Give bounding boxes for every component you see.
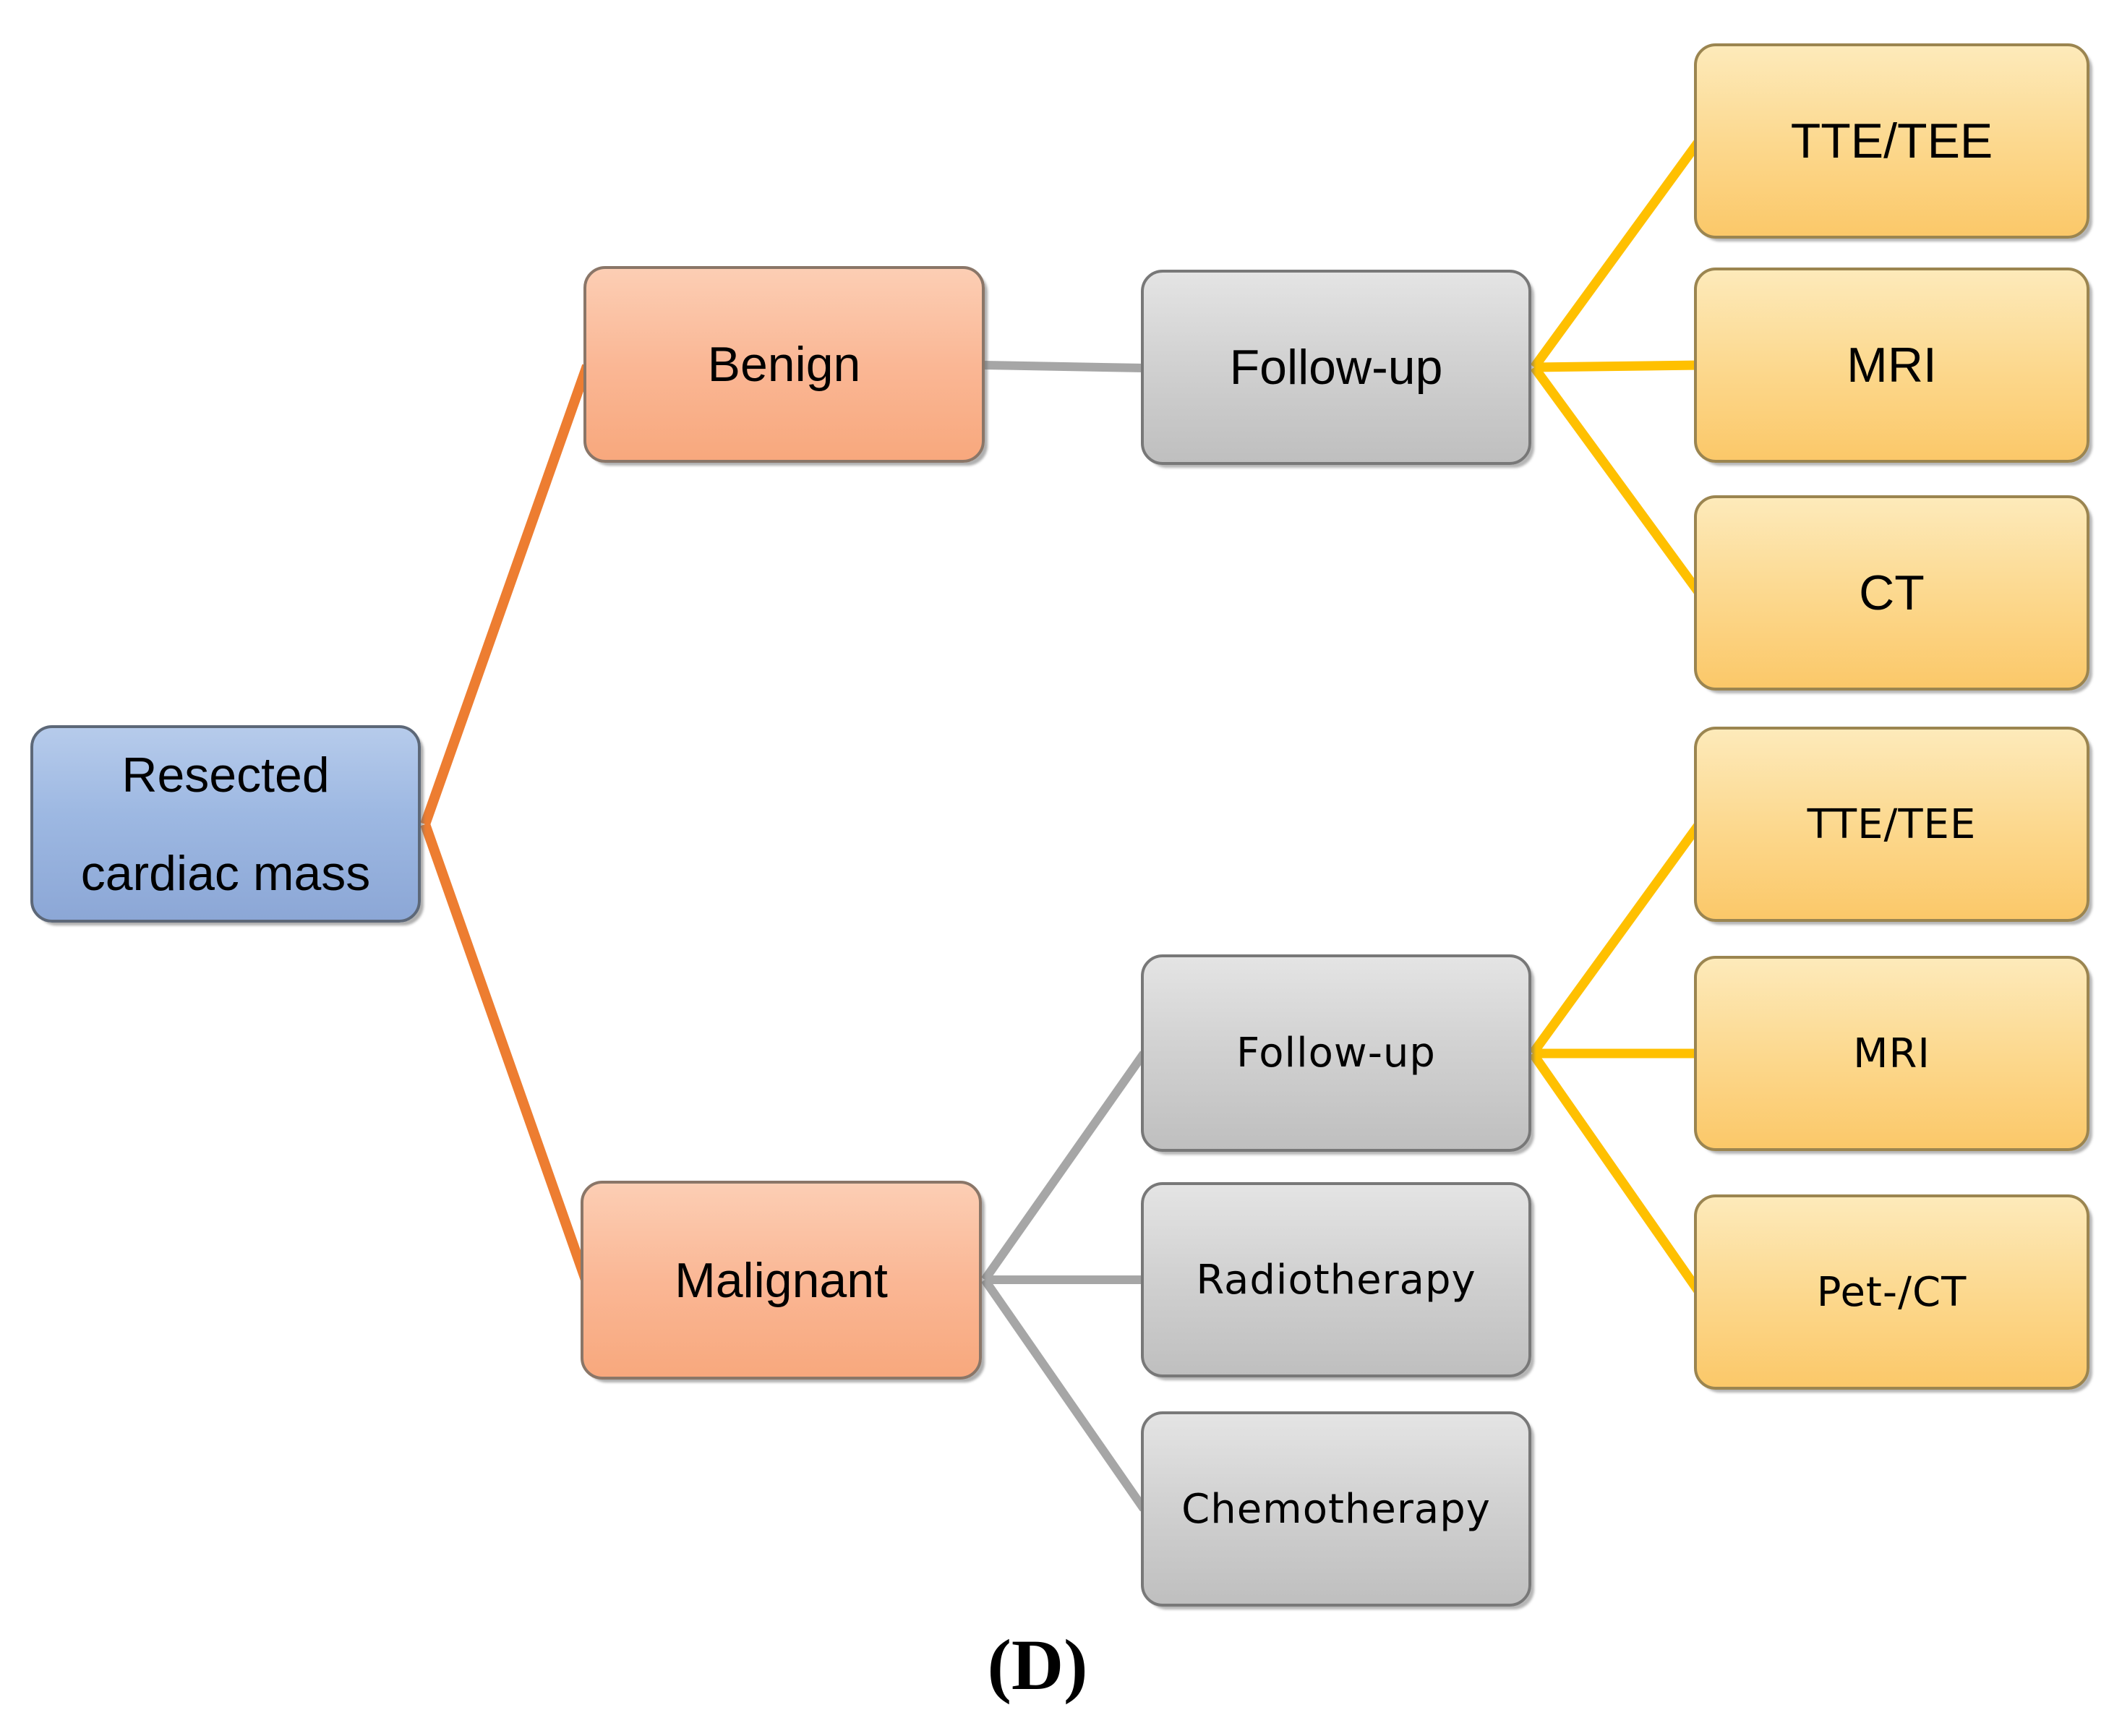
node-mri-malignant: MRI [1694,956,2089,1151]
edge-root-benign [420,364,592,826]
mri-benign-label: MRI [1847,338,1937,393]
edge-followup2-tte [1528,821,1703,1056]
chemotherapy-label: Chemotherapy [1181,1485,1491,1533]
tte-malignant-label: TTE/TEE [1807,800,1977,848]
node-resected-cardiac-mass: Resected cardiac mass [30,725,421,923]
node-tte-benign: TTE/TEE [1694,43,2089,239]
node-tte-malignant: TTE/TEE [1694,727,2089,922]
node-petct-malignant: Pet-/CT [1694,1194,2089,1390]
node-benign: Benign [583,266,985,463]
followup-benign-label: Follow-up [1229,340,1443,395]
malignant-label: Malignant [675,1252,888,1308]
edge-followup2-petct [1528,1051,1703,1295]
benign-label: Benign [707,337,861,392]
node-malignant: Malignant [581,1181,982,1380]
node-mri-benign: MRI [1694,268,2089,463]
mri-malignant-label: MRI [1853,1030,1930,1077]
node-chemotherapy: Chemotherapy [1141,1411,1531,1607]
petct-malignant-label: Pet-/CT [1816,1268,1967,1316]
node-followup-benign: Follow-up [1141,270,1531,465]
radiotherapy-label: Radiotherapy [1196,1256,1476,1304]
followup-malignant-label: Follow-up [1236,1030,1436,1077]
edge-root-malignant [420,822,591,1282]
edge-malignant-followup [981,1051,1147,1283]
tte-benign-label: TTE/TEE [1790,114,1993,168]
edge-followup1-mri [1533,360,1700,372]
root-label-line1: Resected [121,747,330,803]
root-label-line2: cardiac mass [80,845,371,901]
edge-followup1-ct [1530,364,1703,596]
edge-malignant-chemotherapy [981,1277,1147,1512]
edge-followup1-tte [1530,138,1703,370]
ct-benign-label: CT [1859,565,1925,620]
node-ct-benign: CT [1694,495,2089,690]
edge-benign-followup [983,361,1145,372]
figure-caption: (D) [987,1625,1088,1705]
node-radiotherapy: Radiotherapy [1141,1182,1531,1377]
node-followup-malignant: Follow-up [1141,954,1531,1152]
